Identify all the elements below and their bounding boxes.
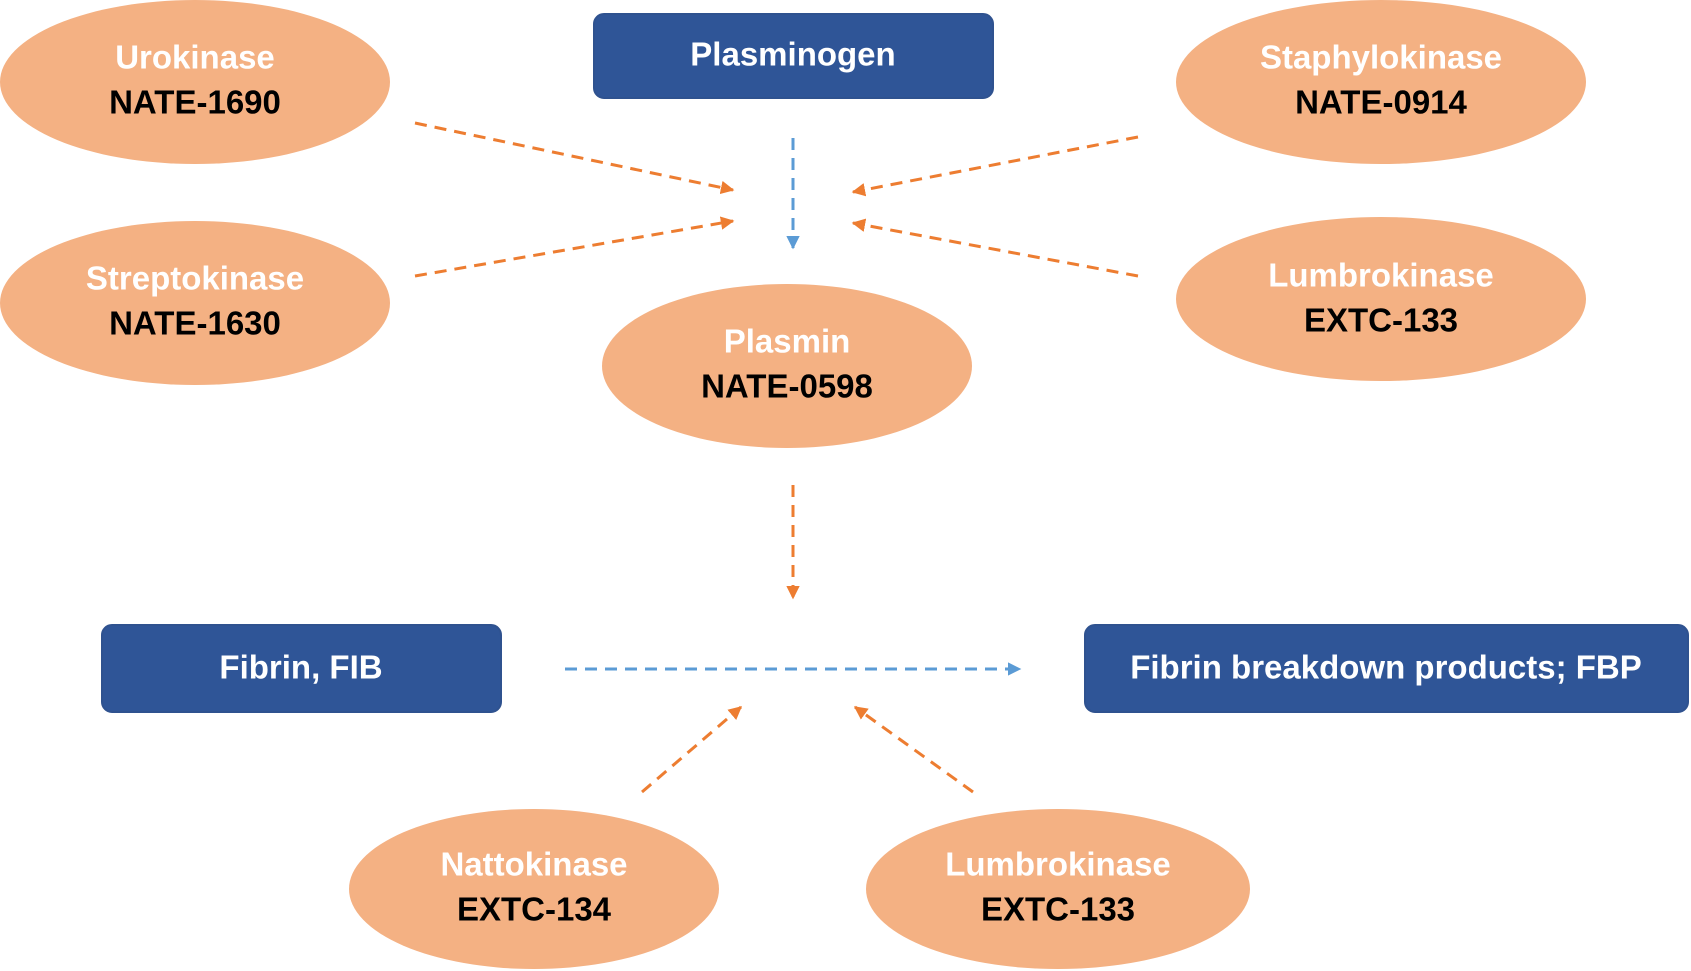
arrow-streptokinase — [414, 216, 735, 278]
fibrin-label: Fibrin, FIB — [219, 649, 382, 686]
arrow-nattokinase — [641, 705, 743, 794]
urokinase-name: Urokinase — [115, 39, 275, 76]
fbp-label: Fibrin breakdown products; FBP — [1130, 649, 1642, 686]
plasminogen-box: Plasminogen — [593, 13, 994, 99]
lumbrokinase-top-code: EXTC-133 — [1304, 302, 1458, 339]
nattokinase-name: Nattokinase — [440, 846, 627, 883]
plasmin-node: Plasmin NATE-0598 — [602, 284, 972, 448]
arrow-lumbrokinase-top — [851, 218, 1139, 278]
lumbrokinase-bottom-name: Lumbrokinase — [945, 846, 1171, 883]
streptokinase-code: NATE-1630 — [109, 305, 281, 342]
staphylokinase-node: Staphylokinase NATE-0914 — [1176, 0, 1586, 164]
lumbrokinase-bottom-code: EXTC-133 — [981, 891, 1135, 928]
staphylokinase-code: NATE-0914 — [1295, 84, 1467, 121]
urokinase-code: NATE-1690 — [109, 84, 281, 121]
urokinase-node: Urokinase NATE-1690 — [0, 0, 390, 164]
arrow-staphylokinase — [851, 135, 1139, 197]
plasminogen-label: Plasminogen — [690, 36, 895, 73]
nattokinase-node: Nattokinase EXTC-134 — [349, 809, 719, 969]
fibrin-box: Fibrin, FIB — [101, 624, 502, 713]
plasmin-code: NATE-0598 — [701, 368, 873, 405]
arrow-lumbrokinase-bottom — [853, 705, 974, 794]
lumbrokinase-top-node: Lumbrokinase EXTC-133 — [1176, 217, 1586, 381]
fbp-box: Fibrin breakdown products; FBP — [1084, 624, 1689, 713]
staphylokinase-name: Staphylokinase — [1260, 39, 1502, 76]
arrow-urokinase — [414, 121, 735, 195]
lumbrokinase-top-name: Lumbrokinase — [1268, 257, 1494, 294]
lumbrokinase-bottom-node: Lumbrokinase EXTC-133 — [866, 809, 1250, 969]
plasmin-name: Plasmin — [724, 323, 851, 360]
nattokinase-code: EXTC-134 — [457, 891, 612, 928]
streptokinase-node: Streptokinase NATE-1630 — [0, 221, 390, 385]
streptokinase-name: Streptokinase — [86, 260, 304, 297]
